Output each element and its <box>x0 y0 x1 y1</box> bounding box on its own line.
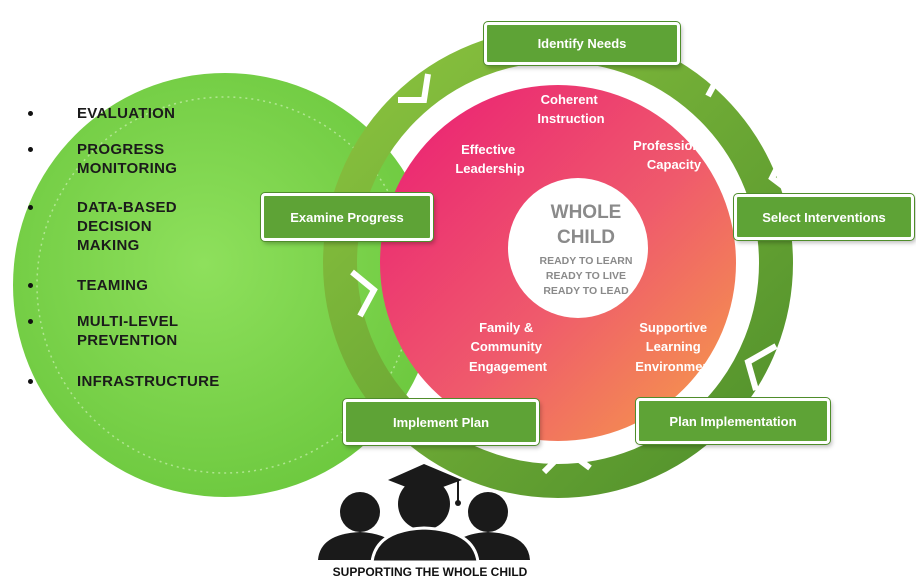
segment-family-community-engagement: Family & Community Engagement <box>469 320 548 374</box>
bullet-icon <box>28 283 33 288</box>
left-green-circle <box>13 73 437 497</box>
bullet-icon <box>28 111 33 116</box>
step-plan-implementation: Plan Implementation <box>636 398 830 444</box>
step-implement-plan: Implement Plan <box>343 399 539 445</box>
center-line-live: READY TO LIVE <box>546 270 626 282</box>
bullet-icon <box>28 379 33 384</box>
bullet-icon <box>28 319 33 324</box>
caption: SUPPORTING THE WHOLE CHILD <box>332 565 528 579</box>
cycle-arrow-icon <box>541 446 592 475</box>
cycle-arrow-icon <box>768 148 798 199</box>
segment-coherent-instruction: Coherent Instruction <box>537 92 604 126</box>
step-select-interventions: Select Interventions <box>734 194 914 240</box>
segment-effective-leadership: Effective Leadership <box>455 142 524 176</box>
center-circle <box>508 178 648 318</box>
step-identify-needs: Identify Needs <box>484 22 680 65</box>
cycle-arrow-icon <box>350 269 378 318</box>
step-examine-progress: Examine Progress <box>261 193 433 241</box>
segment-supportive-learning-environment: Supportive Learning Environment <box>635 320 715 374</box>
bullet-icon <box>28 205 33 210</box>
center-title-child: CHILD <box>557 227 615 248</box>
graduate-people-icon <box>318 464 530 564</box>
cycle-arrow-icon <box>698 49 726 98</box>
segment-professional-capacity: Professional Capacity <box>633 138 715 172</box>
cycle-arrow-icon <box>744 343 778 391</box>
center-line-lead: READY TO LEAD <box>543 285 629 297</box>
bullet-icon <box>28 147 33 152</box>
cycle-arrow-icon <box>398 73 431 103</box>
center-line-learn: READY TO LEARN <box>540 255 633 267</box>
center-title-whole: WHOLE <box>551 202 622 223</box>
